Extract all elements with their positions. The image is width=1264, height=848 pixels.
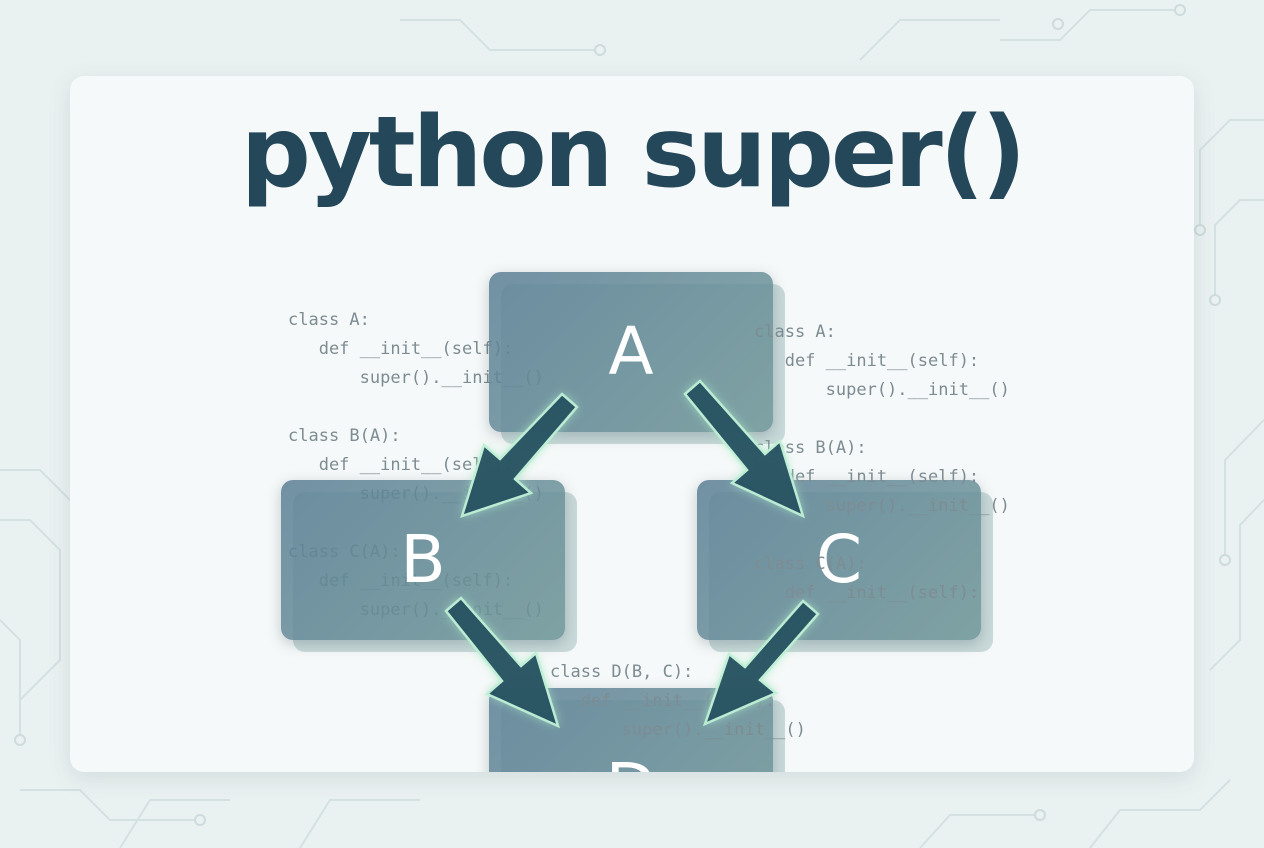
code-snippet-bottom: class D(B, C): def __init__(self): super…	[550, 662, 806, 740]
diagram-card: python super() class A: def __init__(sel…	[70, 76, 1194, 772]
class-node-c-label: C	[815, 521, 863, 598]
class-node-b-label: B	[400, 521, 446, 598]
code-snippet-right: class A: def __init__(self): super().__i…	[754, 322, 1010, 603]
class-node-a: A	[489, 272, 785, 444]
page-title: python super()	[240, 96, 1026, 210]
class-node-b: B	[281, 480, 577, 652]
class-node-a-label: A	[608, 313, 654, 390]
class-node-d-label: D	[489, 688, 773, 772]
